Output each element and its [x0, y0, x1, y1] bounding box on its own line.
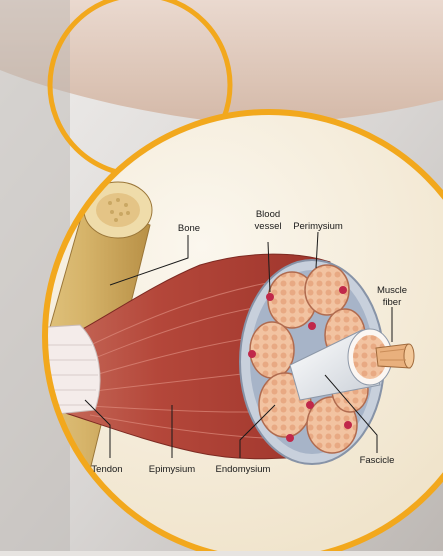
label-blood-vessel-line2: vessel [255, 221, 282, 232]
label-epimysium: Epimysium [149, 464, 196, 475]
label-bone: Bone [178, 223, 200, 234]
label-muscle-fiber-line2: fiber [383, 297, 401, 308]
label-tendon: Tendon [91, 464, 122, 475]
label-blood-vessel-line1: Blood [256, 209, 280, 220]
label-fascicle: Fascicle [360, 455, 395, 466]
label-muscle-fiber-line1: Muscle [377, 285, 407, 296]
muscle-fiber-rod [376, 344, 414, 368]
label-perimysium: Perimysium [293, 221, 343, 232]
label-endomysium: Endomysium [216, 464, 271, 475]
